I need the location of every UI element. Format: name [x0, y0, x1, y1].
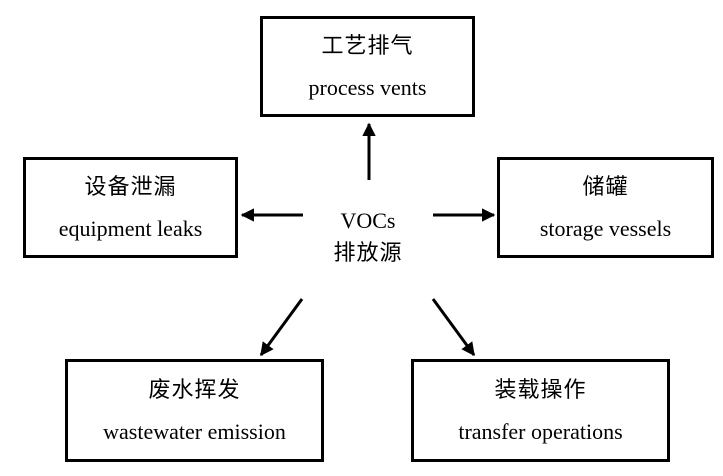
transfer-operations-en-label: transfer operations	[458, 418, 623, 444]
arrow-to-wastewater-emission	[259, 298, 304, 357]
transfer-operations-box: 装载操作 transfer operations	[411, 359, 670, 462]
equipment-leaks-en-label: equipment leaks	[58, 215, 203, 241]
equipment-leaks-zh-label: 设备泄漏	[84, 174, 177, 200]
equipment-leaks-box: 设备泄漏 equipment leaks	[23, 157, 238, 258]
wastewater-emission-zh-label: 废水挥发	[148, 377, 241, 403]
transfer-operations-zh-label: 装载操作	[494, 377, 587, 403]
wastewater-emission-en-label: wastewater emission	[103, 418, 286, 444]
storage-vessels-zh-label: 储罐	[582, 174, 629, 200]
storage-vessels-en-label: storage vessels	[539, 215, 672, 241]
wastewater-emission-box: 废水挥发 wastewater emission	[65, 359, 324, 462]
process-vents-box: 工艺排气 process vents	[260, 16, 475, 117]
arrow-to-transfer-operations	[431, 298, 476, 357]
process-vents-en-label: process vents	[308, 74, 427, 100]
center-en-label: VOCs	[340, 208, 396, 233]
process-vents-zh-label: 工艺排气	[321, 33, 414, 59]
storage-vessels-box: 储罐 storage vessels	[497, 157, 714, 258]
voc-emission-sources-center: VOCs 排放源	[300, 208, 436, 268]
center-zh-label: 排放源	[333, 241, 403, 266]
